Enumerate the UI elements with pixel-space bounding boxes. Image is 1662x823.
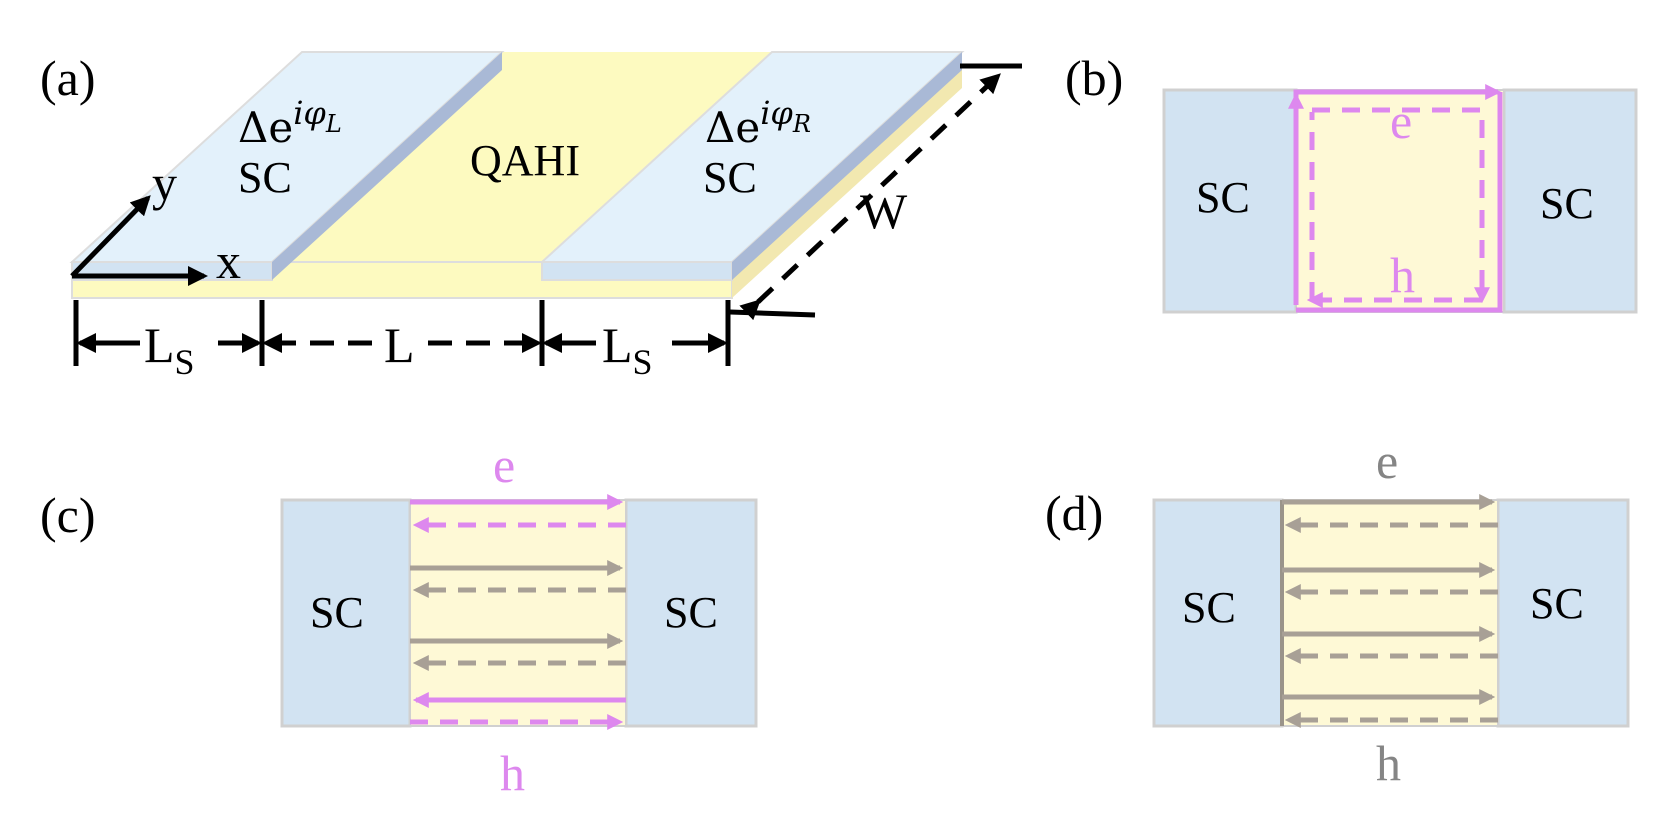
axis-x-label: x <box>216 233 241 289</box>
sc-left-label: SC <box>310 588 364 637</box>
electron-label: e <box>1376 433 1398 489</box>
hole-label: h <box>1376 735 1401 791</box>
sc-left-label: SC <box>1182 583 1236 632</box>
qahi-label: QAHI <box>470 136 580 185</box>
axis-y-arrow <box>70 195 151 278</box>
panel-a: (a) ΔeiφL SC QAHI ΔeiφR SC y x W <box>40 50 1022 382</box>
panel-b-label: (b) <box>1065 50 1123 106</box>
left-delta: ΔeiφL <box>238 94 342 152</box>
w-tick-bottom <box>729 309 816 318</box>
right-sc-label: SC <box>703 153 757 202</box>
qahi-region <box>409 499 627 727</box>
hole-label: h <box>500 745 525 801</box>
sc-right-block <box>624 498 758 728</box>
panel-a-label: (a) <box>40 50 96 106</box>
electron-edge-loop <box>1293 83 1502 305</box>
width-label: W <box>860 183 908 239</box>
l-label: L <box>384 317 415 373</box>
panel-c: (c) SC SC e h <box>40 437 758 801</box>
sc-left-side <box>272 52 502 280</box>
sc-left-block <box>1152 498 1284 728</box>
sc-right-label: SC <box>1540 179 1594 228</box>
sc-right-label: SC <box>664 588 718 637</box>
electron-edge-right <box>1296 92 1503 313</box>
panel-d-label: (d) <box>1045 485 1103 541</box>
qahi-region <box>1281 499 1499 727</box>
sc-left-label: SC <box>1196 173 1250 222</box>
sc-left-block <box>1162 88 1298 314</box>
sc-right-front <box>541 261 733 281</box>
left-sc-label: SC <box>238 153 292 202</box>
qahi-region <box>1295 89 1505 313</box>
ls-right-label: LS <box>602 317 653 382</box>
w-dimension-line <box>739 73 1001 321</box>
sc-right-label: SC <box>1530 579 1584 628</box>
hole-label: h <box>1390 247 1415 303</box>
electron-label: e <box>493 437 515 493</box>
sc-right-block <box>1502 88 1638 314</box>
sc-right-block <box>1496 498 1630 728</box>
sc-left-block <box>280 498 412 728</box>
panel-b: (b) SC SC e h <box>1065 50 1638 314</box>
electron-label: e <box>1390 93 1412 149</box>
ls-left-label: LS <box>144 317 195 382</box>
axis-y-label: y <box>152 155 177 211</box>
panel-c-label: (c) <box>40 487 96 543</box>
panel-d: (d) SC SC e h <box>1045 433 1630 791</box>
